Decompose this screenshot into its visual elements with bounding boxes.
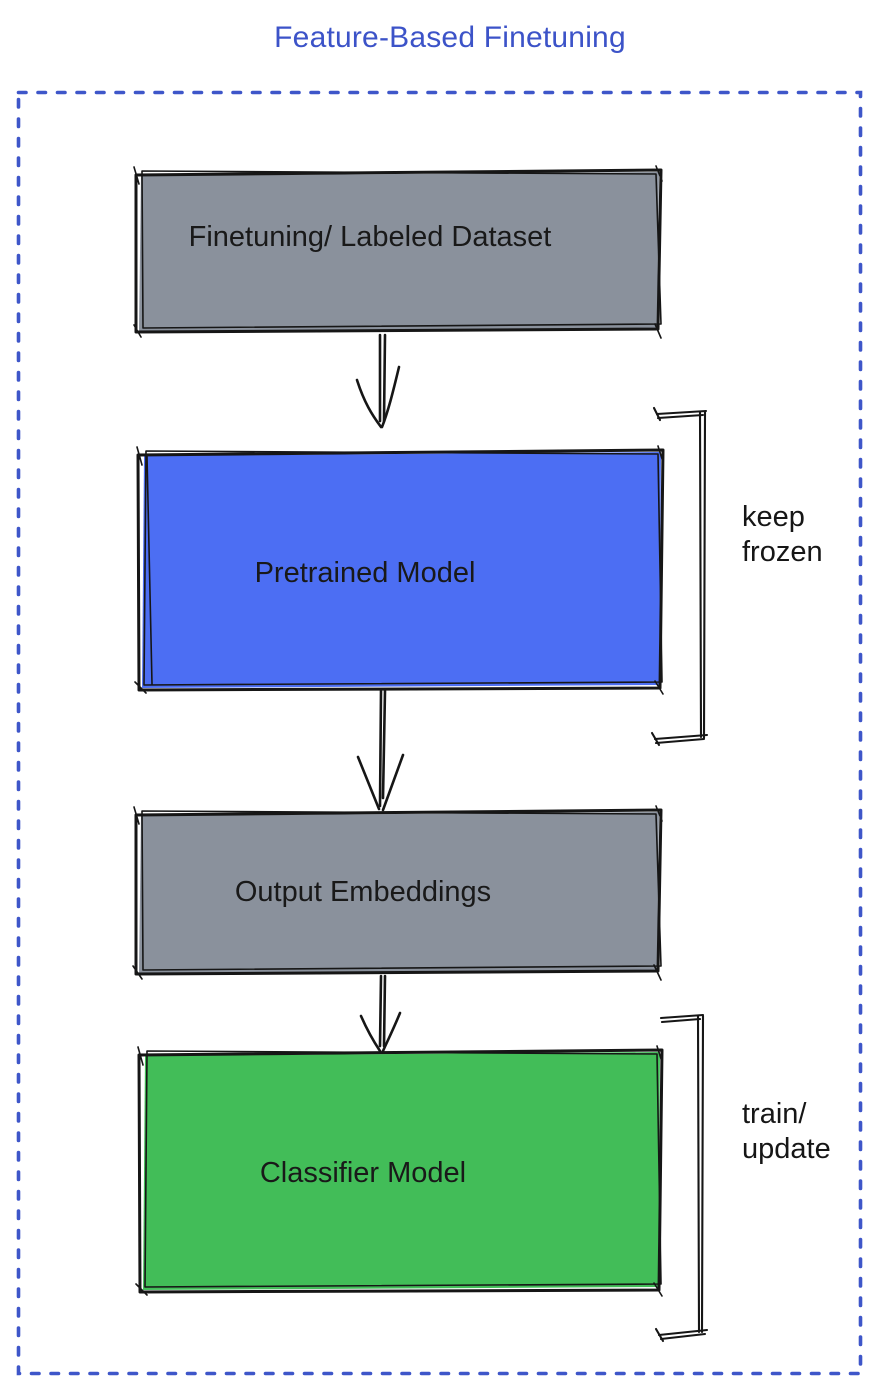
embeddings-box-label: Output Embeddings [234,876,492,908]
arrow-dataset-to-pretrained [355,333,401,429]
train-update-line-1: train/ [742,1098,807,1130]
keep-frozen-bracket [650,406,709,747]
pretrained-box-fill [142,452,661,688]
diagram-title: Feature-Based Finetuning [274,21,626,54]
keep-frozen-line-2: frozen [742,536,823,568]
classifier-box-fill [143,1052,660,1290]
dataset-box-fill [139,172,659,331]
arrow-pretrained-to-embeddings [356,689,405,812]
train-update-label: train/ update [742,1097,831,1167]
embeddings-box-fill [139,812,659,973]
dashed-container-border [16,90,863,1376]
train-update-line-2: update [742,1133,831,1165]
pretrained-box-label: Pretrained Model [254,556,476,589]
keep-frozen-label: keep frozen [742,500,823,570]
keep-frozen-line-1: keep [742,501,805,533]
pretrained-box [134,445,665,695]
classifier-box [135,1045,664,1297]
train-update-bracket [654,1013,709,1343]
dataset-box-label: Finetuning/ Labeled Dataset [188,221,552,253]
classifier-box-label: Classifier Model [259,1156,467,1189]
embeddings-box [132,805,663,981]
dataset-box [133,165,663,339]
arrow-embeddings-to-classifier [359,974,402,1053]
